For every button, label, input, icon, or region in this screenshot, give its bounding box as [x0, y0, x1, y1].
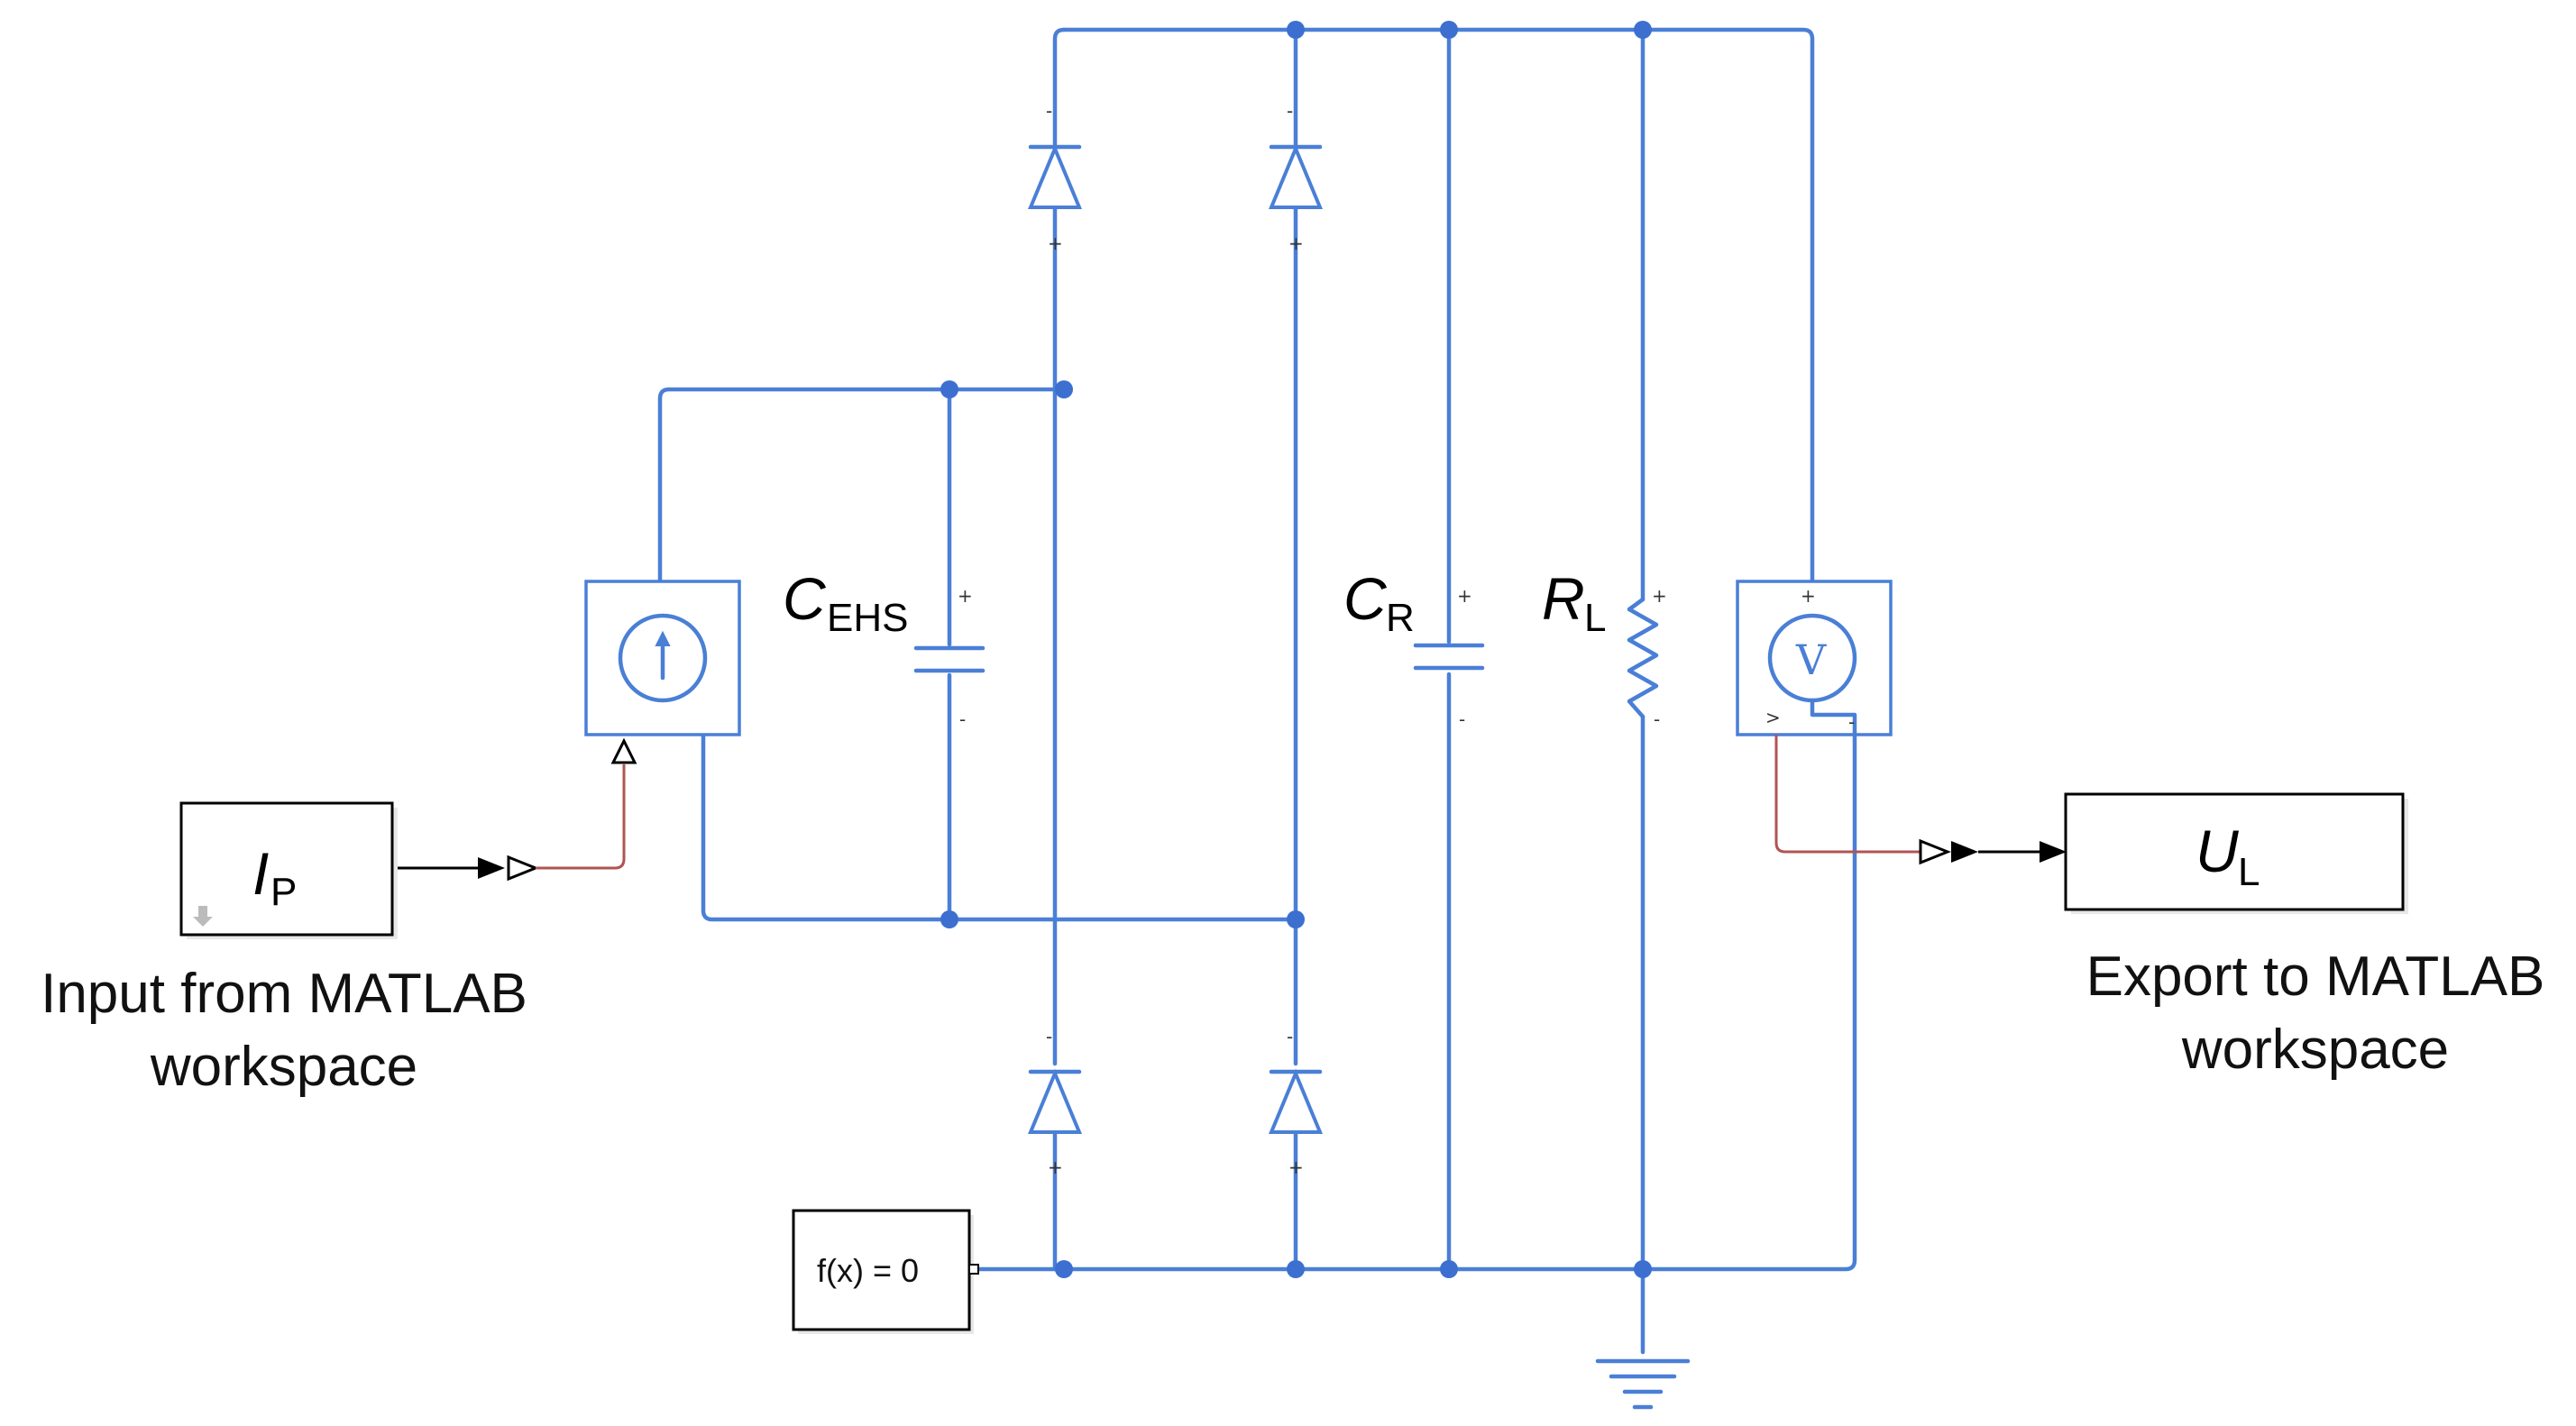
- node: [1055, 1260, 1073, 1278]
- svg-text:+: +: [1801, 585, 1816, 607]
- node: [940, 910, 958, 928]
- svg-text:+: +: [1048, 233, 1063, 254]
- svg-text:R: R: [1386, 596, 1415, 640]
- node: [1287, 21, 1305, 39]
- svg-text:-: -: [959, 708, 966, 730]
- input-down-arrow-icon: [193, 906, 213, 927]
- svg-text:-: -: [1459, 708, 1465, 730]
- voltage-sensor[interactable]: V + - >: [1736, 580, 1893, 737]
- capacitor-ehs[interactable]: + -: [913, 585, 985, 730]
- svg-text:>: >: [1765, 707, 1781, 728]
- diode-bottom-right[interactable]: - +: [1269, 1026, 1323, 1178]
- svg-text:U: U: [2196, 818, 2239, 884]
- svg-text:L: L: [2238, 850, 2260, 894]
- ground-symbol: [1595, 1358, 1691, 1410]
- svg-text:+: +: [958, 585, 973, 607]
- svg-text:-: -: [1046, 100, 1052, 122]
- node: [1634, 21, 1652, 39]
- svg-text:f(x) = 0: f(x) = 0: [817, 1252, 919, 1289]
- voltmeter-symbol: V: [1795, 635, 1827, 684]
- capacitor-r[interactable]: + -: [1413, 585, 1485, 730]
- svg-text:+: +: [1457, 585, 1472, 607]
- node: [940, 380, 958, 398]
- nodes: [940, 21, 1652, 1278]
- bottom-rail-wire: [976, 717, 1857, 1272]
- node: [1440, 1260, 1458, 1278]
- svg-text:workspace: workspace: [150, 1036, 417, 1098]
- input-block[interactable]: I P: [179, 801, 398, 939]
- svg-text:-: -: [1287, 100, 1293, 122]
- controlled-current-source[interactable]: [584, 580, 741, 764]
- svg-text:C: C: [1343, 565, 1388, 632]
- signal-lines: [394, 735, 2067, 882]
- label-cr: C R: [1343, 565, 1415, 640]
- svg-text:Input from MATLAB: Input from MATLAB: [41, 963, 527, 1025]
- svg-text:+: +: [1652, 585, 1667, 607]
- svg-text:+: +: [1288, 1156, 1304, 1178]
- svg-text:EHS: EHS: [827, 596, 908, 640]
- label-rl: R L: [1542, 565, 1606, 640]
- node: [1287, 1260, 1305, 1278]
- resistor-l[interactable]: + -: [1627, 585, 1667, 730]
- diode-top-right[interactable]: - +: [1269, 100, 1323, 254]
- svg-text:-: -: [1287, 1026, 1293, 1047]
- diode-top-left[interactable]: - +: [1028, 100, 1082, 254]
- diode-bottom-left[interactable]: - +: [1028, 1026, 1082, 1178]
- output-block[interactable]: U L: [2064, 792, 2408, 914]
- wires: [657, 27, 1857, 1355]
- svg-text:C: C: [783, 565, 827, 632]
- source-bottom-wire: [701, 732, 1298, 922]
- svg-text:+: +: [1288, 233, 1304, 254]
- svg-text:I: I: [252, 840, 269, 907]
- node: [1055, 380, 1073, 398]
- svg-text:-: -: [1848, 711, 1855, 733]
- top-rail-wire: [1061, 27, 1815, 584]
- node: [1287, 910, 1305, 928]
- svg-text:+: +: [1048, 1156, 1063, 1178]
- svg-text:-: -: [1654, 708, 1660, 730]
- svg-text:-: -: [1046, 1026, 1052, 1047]
- svg-text:workspace: workspace: [2181, 1019, 2449, 1081]
- input-caption: Input from MATLAB workspace: [41, 963, 527, 1098]
- node: [1634, 1260, 1652, 1278]
- output-caption: Export to MATLAB workspace: [2086, 946, 2545, 1081]
- source-top-wire: [657, 387, 1058, 584]
- top-rail-left-corner: [1052, 27, 1067, 147]
- node: [1440, 21, 1458, 39]
- svg-text:L: L: [1584, 596, 1606, 640]
- svg-text:R: R: [1542, 565, 1585, 632]
- solver-config-block[interactable]: f(x) = 0: [792, 1209, 979, 1334]
- svg-text:Export to MATLAB: Export to MATLAB: [2086, 946, 2545, 1008]
- label-cehs: C EHS: [783, 565, 908, 640]
- svg-text:P: P: [270, 870, 297, 914]
